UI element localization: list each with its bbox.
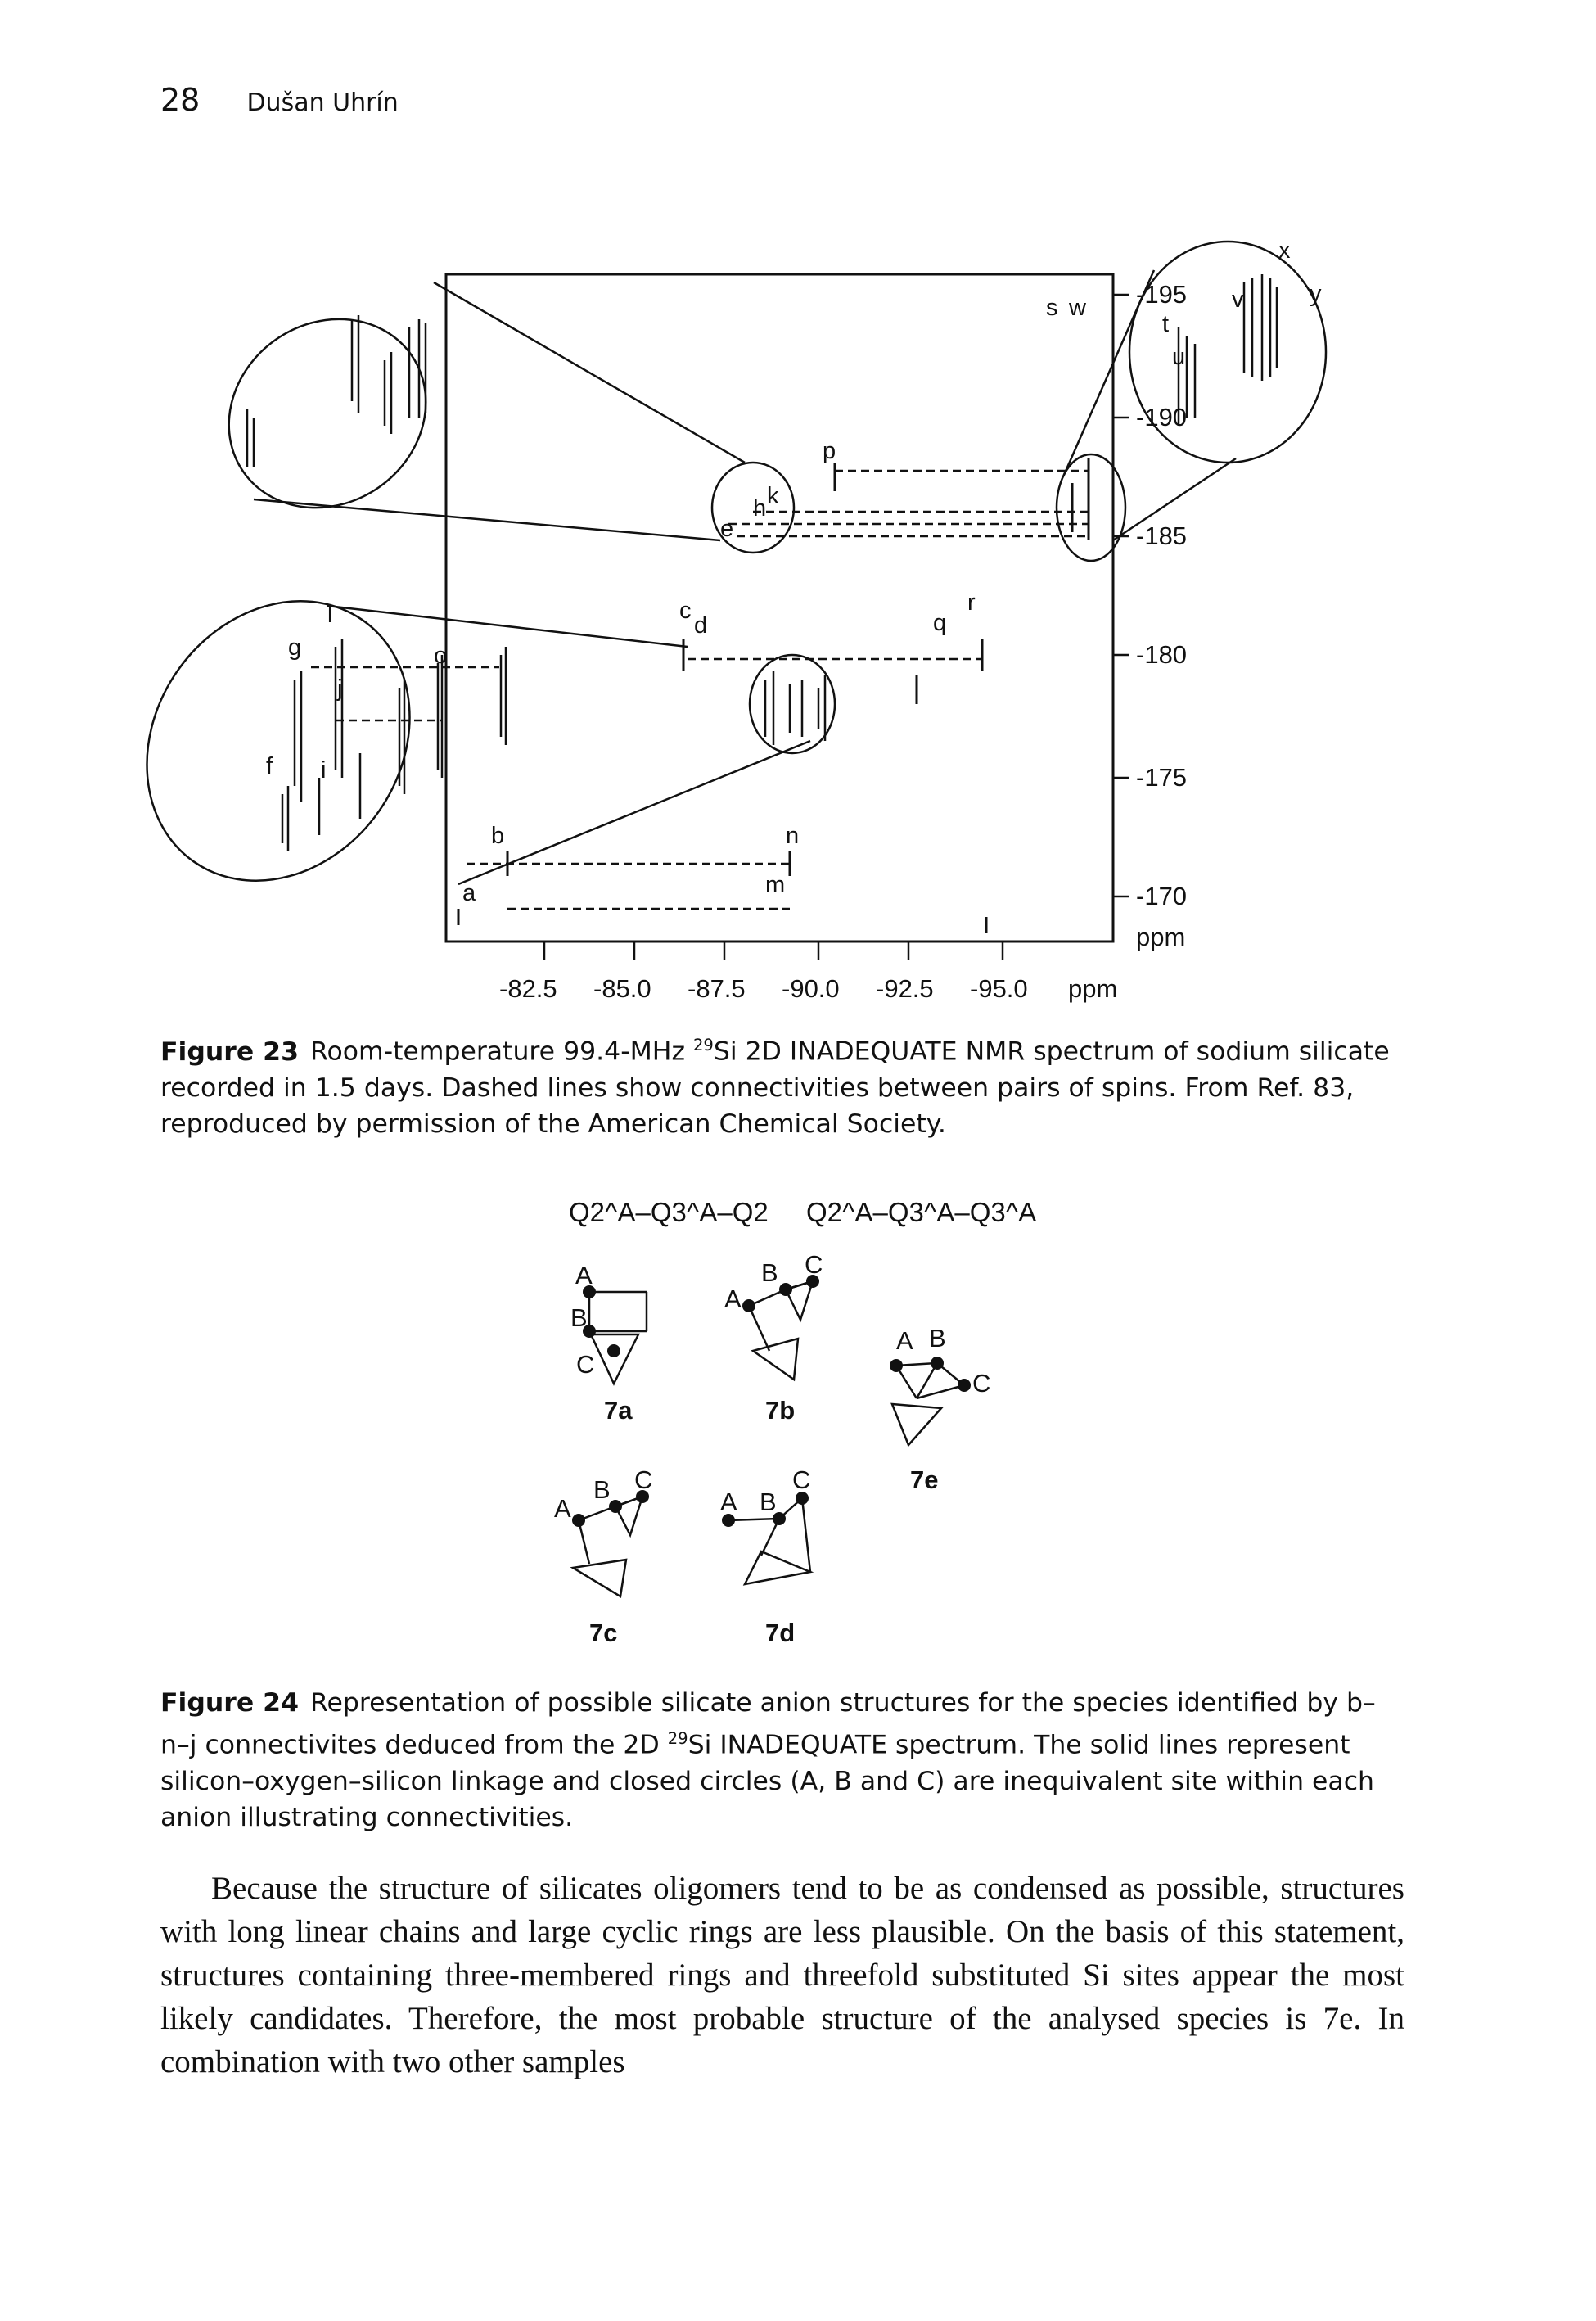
figure-23-caption-post: Si 2D INADEQUATE NMR spectrum of sodium … bbox=[160, 1036, 1390, 1139]
peak-label-u: u bbox=[1172, 344, 1185, 370]
site-label-b: B bbox=[760, 1488, 777, 1516]
y-tick-label: -180 bbox=[1136, 640, 1187, 669]
peak-labels: a b c d e f g h i j k l m n o p q r s t … bbox=[266, 237, 1322, 906]
site-label-b: B bbox=[593, 1475, 611, 1504]
magnify-circle-left-bottom bbox=[146, 600, 411, 882]
figure-24-caption-post: Si INADEQUATE spectrum. The solid lines … bbox=[160, 1730, 1375, 1832]
site-label-b: B bbox=[570, 1303, 588, 1332]
figure-23-caption-sup: 29 bbox=[693, 1036, 714, 1054]
x-tick-label: -85.0 bbox=[593, 974, 651, 1003]
y-tick-label: -175 bbox=[1136, 763, 1187, 792]
peak-label-s: s bbox=[1046, 295, 1058, 321]
y-tick-label: -170 bbox=[1136, 882, 1187, 910]
peak-label-k: k bbox=[767, 483, 779, 509]
site-label-c: C bbox=[576, 1350, 594, 1379]
figure-24-caption-pre: Representation of possible silicate anio… bbox=[160, 1688, 1376, 1760]
peak-label-l: l bbox=[327, 602, 332, 628]
structure-7b bbox=[747, 1280, 814, 1382]
structure-label-7d: 7d bbox=[765, 1619, 795, 1647]
site-label-c: C bbox=[792, 1465, 810, 1494]
peak-label-e: e bbox=[720, 516, 733, 542]
group-heading-left: Q2^A–Q3^A–Q2 bbox=[569, 1197, 769, 1227]
structure-label-7e: 7e bbox=[910, 1465, 938, 1494]
plot-frame bbox=[444, 273, 1115, 943]
peak-label-d: d bbox=[694, 612, 707, 639]
figure-23-caption-pre: Room-temperature 99.4-MHz bbox=[310, 1036, 693, 1067]
figure-23-label: Figure 23 bbox=[160, 1036, 299, 1067]
peak-label-w: w bbox=[1068, 295, 1087, 321]
x-tick-label: -90.0 bbox=[782, 974, 840, 1003]
structure-numbers: 7a 7b 7c 7d 7e bbox=[589, 1396, 938, 1647]
peak-label-i: i bbox=[321, 757, 326, 783]
peak-label-c: c bbox=[679, 598, 692, 624]
y-tick-label: -190 bbox=[1136, 403, 1187, 431]
page-header: 28 Dušan Uhrín bbox=[160, 82, 399, 118]
figure-24-caption-sup: 29 bbox=[667, 1729, 688, 1748]
y-axis-unit: ppm bbox=[1136, 923, 1185, 951]
peak-label-r: r bbox=[967, 589, 976, 616]
site-label-a: A bbox=[724, 1285, 742, 1313]
site-label-b: B bbox=[761, 1258, 778, 1287]
peak-label-o: o bbox=[434, 643, 447, 669]
structure-label-7b: 7b bbox=[765, 1396, 795, 1425]
zoom-circle-1 bbox=[710, 461, 796, 554]
x-axis: -82.5 -85.0 -87.5 -90.0 -92.5 -95.0 ppm bbox=[499, 974, 1117, 1003]
running-head: Dušan Uhrín bbox=[246, 88, 399, 117]
x-tick-label: -82.5 bbox=[499, 974, 557, 1003]
y-tick-label: -185 bbox=[1136, 522, 1187, 550]
x-tick-label: -95.0 bbox=[970, 974, 1028, 1003]
site-label-c: C bbox=[972, 1369, 990, 1398]
peak-label-n: n bbox=[786, 823, 799, 849]
site-label-a: A bbox=[896, 1326, 913, 1355]
site-label-a: A bbox=[720, 1488, 737, 1516]
peak-label-q: q bbox=[933, 610, 946, 636]
peak-label-x: x bbox=[1278, 237, 1291, 264]
nmr-spectrum-figure bbox=[146, 240, 1328, 960]
magnify-circle-right-top bbox=[1128, 240, 1328, 464]
y-axis: -195 -190 -185 -180 -175 -170 ppm bbox=[1136, 280, 1187, 951]
site-circles bbox=[572, 1275, 971, 1527]
peak-label-p: p bbox=[823, 438, 836, 464]
site-label-b: B bbox=[929, 1324, 946, 1352]
structure-7c bbox=[570, 1494, 644, 1599]
structure-7d bbox=[728, 1497, 814, 1586]
x-tick-label: -87.5 bbox=[688, 974, 746, 1003]
peak-label-g: g bbox=[288, 634, 301, 661]
peak-label-v: v bbox=[1232, 287, 1244, 313]
peak-label-t: t bbox=[1162, 311, 1169, 337]
x-axis-unit: ppm bbox=[1068, 974, 1117, 1003]
site-label-c: C bbox=[805, 1250, 823, 1279]
structure-site-labels: A B C A B C A B C A B C A B C bbox=[554, 1250, 990, 1523]
peak-label-b: b bbox=[491, 823, 504, 849]
silicate-structures bbox=[570, 1280, 965, 1599]
site-label-a: A bbox=[575, 1261, 593, 1289]
zoom-circle-2 bbox=[1055, 453, 1127, 562]
figure-23-caption: Figure 23 Room-temperature 99.4-MHz 29Si … bbox=[160, 1027, 1396, 1142]
peak-label-y: y bbox=[1310, 281, 1322, 307]
structure-7e bbox=[890, 1361, 965, 1447]
peak-label-a: a bbox=[462, 880, 476, 906]
peak-label-f: f bbox=[266, 753, 273, 779]
site-label-c: C bbox=[634, 1465, 652, 1494]
body-paragraph: Because the structure of silicates oligo… bbox=[160, 1871, 1404, 2079]
peak-label-h: h bbox=[753, 495, 766, 522]
peak-label-m: m bbox=[765, 872, 785, 898]
zoom-circle-3 bbox=[748, 653, 836, 755]
site-label-a: A bbox=[554, 1494, 571, 1523]
x-tick-label: -92.5 bbox=[876, 974, 934, 1003]
structure-group-headings: Q2^A–Q3^A–Q2 Q2^A–Q3^A–Q3^A bbox=[569, 1197, 1036, 1227]
structure-label-7c: 7c bbox=[589, 1619, 617, 1647]
structure-7a bbox=[588, 1290, 648, 1386]
magnify-circle-left-top bbox=[228, 318, 427, 509]
peak-label-j: j bbox=[336, 675, 342, 702]
structure-label-7a: 7a bbox=[604, 1396, 633, 1425]
group-heading-right: Q2^A–Q3^A–Q3^A bbox=[806, 1197, 1036, 1227]
y-tick-label: -195 bbox=[1136, 280, 1187, 309]
figure-24-label: Figure 24 bbox=[160, 1688, 299, 1718]
page-number: 28 bbox=[160, 82, 201, 118]
